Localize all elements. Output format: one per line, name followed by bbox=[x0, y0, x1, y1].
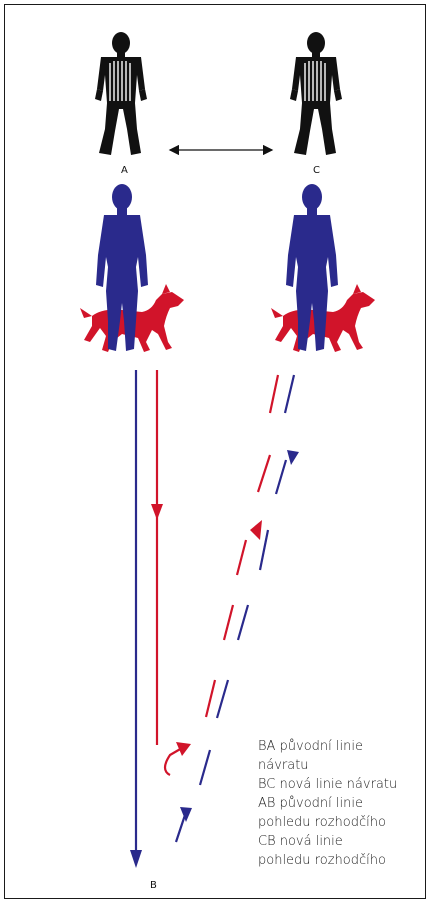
legend-line: BA původní linie bbox=[258, 737, 426, 756]
legend: BA původní linie návratu BC nová linie n… bbox=[258, 737, 426, 870]
legend-line: návratu bbox=[258, 756, 426, 775]
arrow-head bbox=[130, 850, 142, 868]
legend-line: AB původní linie bbox=[258, 794, 426, 813]
return-curve bbox=[165, 748, 182, 775]
point-label-a: A bbox=[121, 165, 128, 176]
judge-figure-icon bbox=[95, 32, 147, 155]
arrow-head bbox=[151, 504, 163, 520]
point-label-c: C bbox=[313, 165, 320, 176]
legend-line: CB nová linie bbox=[258, 832, 426, 851]
arrow-head bbox=[180, 807, 192, 822]
arrow-head bbox=[250, 520, 262, 540]
point-label-b: B bbox=[150, 880, 157, 891]
arrow-head bbox=[287, 450, 299, 465]
legend-line: pohledu rozhodčího bbox=[258, 851, 426, 870]
legend-line: BC nová linie návratu bbox=[258, 775, 426, 794]
line-bc bbox=[206, 375, 278, 717]
legend-line: pohledu rozhodčího bbox=[258, 813, 426, 832]
judge-figure-icon bbox=[290, 32, 342, 155]
